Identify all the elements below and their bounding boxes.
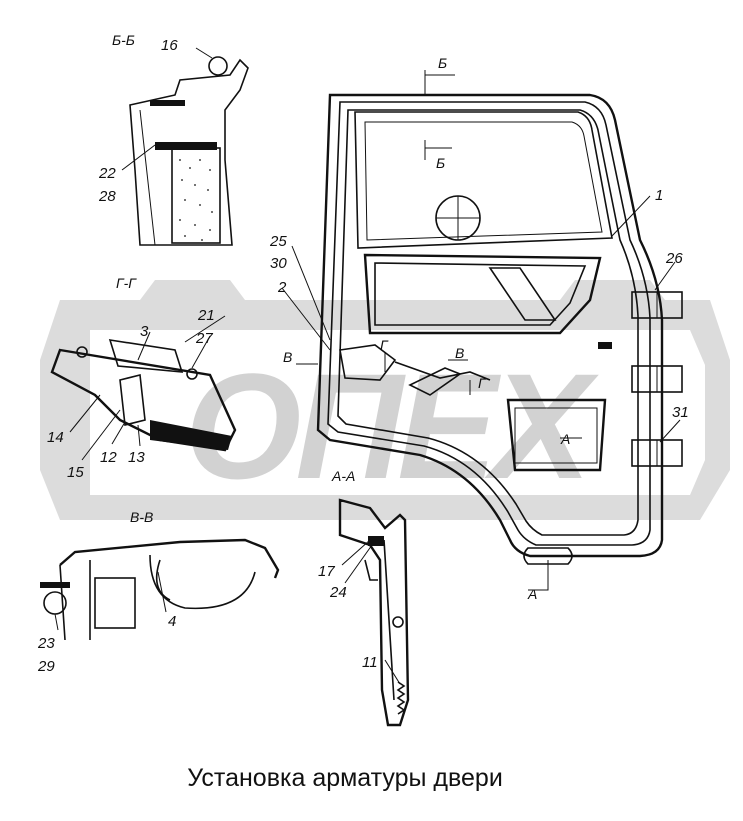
callout-17: 17 [318, 563, 335, 580]
door-outer-contour [316, 93, 664, 558]
door-inner-contour-1 [327, 101, 651, 546]
callout-numbers: 16 22 28 21 3 27 14 15 12 13 25 30 2 1 2… [37, 37, 689, 675]
callout-31: 31 [672, 404, 689, 421]
section-a-a-outer [338, 498, 410, 727]
section-g-g-screw-left [76, 346, 88, 358]
section-a-a-clip [368, 536, 384, 546]
mark-a-bottom: А [527, 586, 537, 602]
inner-handle [339, 344, 397, 381]
callout-11: 11 [362, 654, 378, 671]
section-v-v-cable [155, 559, 171, 601]
mark-v-left: В [283, 349, 292, 365]
callout-25: 25 [269, 233, 287, 250]
callout-2: 2 [277, 279, 287, 296]
section-g-g-view [50, 339, 237, 452]
window-frame [354, 111, 613, 249]
lock-indicator [598, 342, 612, 349]
section-a-a-fastener [392, 616, 404, 628]
section-b-b-panel-line [139, 109, 156, 246]
callout-12: 12 [100, 449, 117, 466]
callout-24: 24 [329, 584, 347, 601]
leader-lines [54, 47, 681, 685]
section-a-a-spring [396, 681, 406, 715]
mark-g-left: Г [380, 337, 389, 353]
mark-b-top: Б [438, 55, 447, 71]
mark-a-right: А [560, 431, 570, 447]
callout-21: 21 [197, 307, 215, 324]
section-title-g-g: Г-Г [116, 275, 137, 291]
access-opening-inner [514, 407, 598, 464]
lock-lever [408, 367, 462, 396]
section-v-v-inner [59, 560, 91, 641]
callout-4: 4 [168, 613, 176, 630]
section-g-g-lever [119, 374, 146, 426]
door-assembly [296, 70, 683, 591]
callout-27: 27 [195, 330, 213, 347]
section-b-b-outline [129, 58, 249, 246]
section-g-g-handle-body [108, 339, 184, 373]
access-opening [506, 398, 607, 472]
window-glass [364, 121, 603, 241]
lock-rod [394, 361, 491, 381]
section-title-a-a: А-А [331, 468, 355, 484]
section-title-v-v: В-В [130, 509, 153, 525]
figure-caption: Установка арматуры двери [187, 764, 503, 792]
section-b-b-glass [171, 147, 221, 244]
callout-30: 30 [270, 255, 287, 272]
door-pocket-inner [374, 262, 587, 326]
section-v-v-lock-body [94, 577, 136, 629]
callout-1: 1 [655, 187, 663, 204]
callout-28: 28 [98, 188, 116, 205]
callout-23: 23 [37, 635, 55, 652]
callout-22: 22 [98, 165, 116, 182]
section-v-v-bracket [40, 582, 70, 588]
seal-strip [150, 100, 185, 106]
section-v-v-view [40, 538, 280, 641]
watermark-text: ОПЕХ [185, 342, 600, 510]
section-a-a-bracket [364, 559, 378, 581]
section-v-v-outline [59, 538, 280, 579]
section-g-g-screw-right [186, 368, 198, 380]
door-reflector [523, 547, 573, 565]
section-v-v-handle [149, 554, 256, 610]
section-titles: Б-Б Г-Г В-В А-А [112, 32, 355, 525]
section-a-a-inner [383, 539, 395, 701]
callout-26: 26 [665, 250, 683, 267]
seal-16 [208, 56, 228, 76]
section-b-b-view [129, 56, 249, 246]
callout-13: 13 [128, 449, 145, 466]
mark-v-right: В [455, 345, 464, 361]
mark-b-mid: Б [436, 155, 445, 171]
door-pocket [363, 253, 602, 335]
section-a-a-view [338, 498, 410, 727]
section-title-b-b: Б-Б [112, 32, 135, 48]
callout-15: 15 [67, 464, 84, 481]
section-marks: Б Б В В Г Г А А [283, 55, 570, 602]
glass-channel [155, 142, 217, 150]
door-inner-contour-2 [337, 109, 639, 536]
door-pocket-handle [488, 267, 557, 321]
section-a-cut-bottom [528, 560, 549, 591]
section-b-b-hatch [179, 159, 213, 241]
callout-16: 16 [161, 37, 178, 54]
section-g-g-base [150, 420, 232, 450]
mark-g-right: Г [478, 375, 487, 391]
callout-29: 29 [37, 658, 55, 675]
callout-14: 14 [47, 429, 64, 446]
callout-3: 3 [140, 323, 149, 340]
